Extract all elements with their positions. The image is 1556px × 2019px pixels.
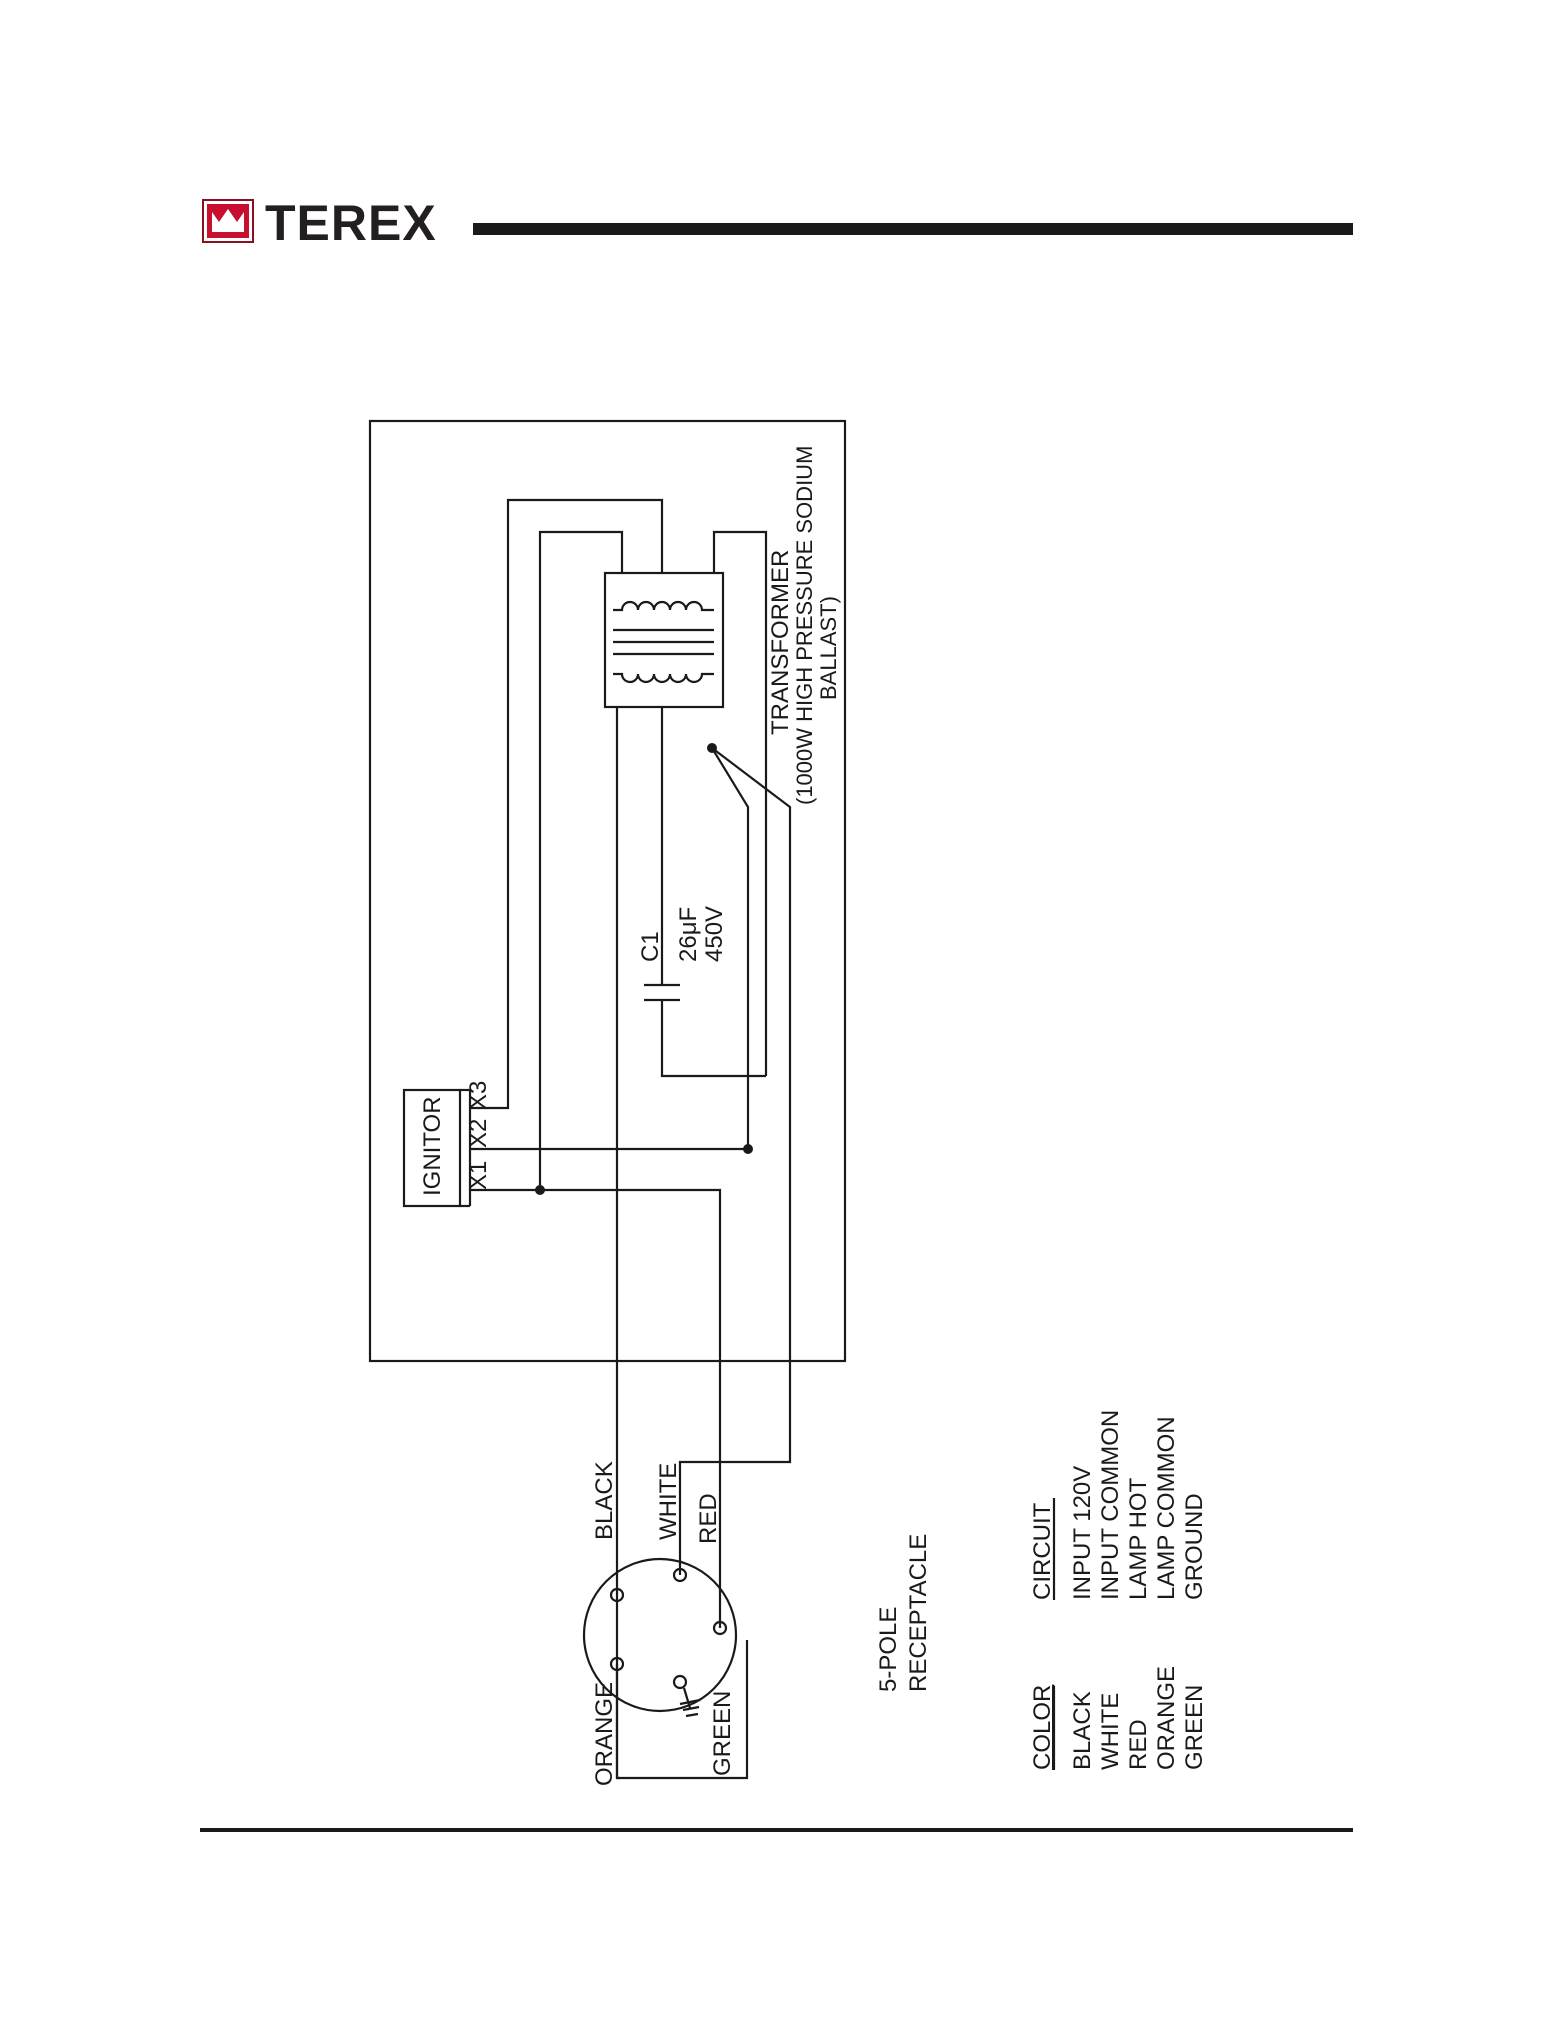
legend-color-white: WHITE: [1097, 1693, 1124, 1770]
pin-label-white: WHITE: [655, 1463, 682, 1540]
pin-green: [674, 1676, 686, 1688]
ignitor-terminal-x2: X2: [465, 1119, 492, 1148]
legend-color-green: GREEN: [1181, 1685, 1208, 1770]
footer-rule: [200, 1828, 1353, 1832]
legend-circuit-ground: GROUND: [1181, 1493, 1208, 1600]
transformer-rating: (1000W HIGH PRESSURE SODIUM: [792, 446, 817, 805]
legend-circuit-lamp-common: LAMP COMMON: [1153, 1416, 1180, 1600]
ignitor: IGNITOR X1 X2 X3: [404, 1081, 492, 1206]
wire-black: [617, 707, 620, 1778]
legend-header-circuit: CIRCUIT: [1029, 1502, 1056, 1600]
transformer-box: [605, 573, 723, 707]
terex-logo: TEREX: [203, 195, 437, 251]
pin-label-black: BLACK: [591, 1461, 618, 1540]
legend: COLOR BLACK WHITE RED ORANGE GREEN CIRCU…: [1029, 1410, 1208, 1770]
wire-x1-to-transformer: [540, 532, 622, 1188]
wires: [470, 500, 790, 1778]
capacitor-name: C1: [637, 931, 664, 962]
legend-circuit-input-120v: INPUT 120V: [1069, 1466, 1096, 1600]
brand-name: TEREX: [265, 195, 437, 251]
wire-white: [680, 748, 790, 1575]
legend-color-black: BLACK: [1069, 1691, 1096, 1770]
transformer-secondary-winding: [613, 674, 714, 682]
ground-icon-bar-3: [686, 1714, 698, 1716]
pin-label-green: GREEN: [709, 1691, 736, 1776]
receptacle-caption-2: RECEPTACLE: [905, 1534, 932, 1692]
wire-x2: [470, 1076, 748, 1149]
legend-color-orange: ORANGE: [1153, 1666, 1180, 1770]
junction-dot-transformer: [707, 743, 717, 753]
capacitor-value: 26μF: [675, 907, 702, 962]
transformer-ballast: BALLAST): [816, 596, 841, 700]
wire-capacitor-return: [662, 1000, 766, 1076]
legend-header-color: COLOR: [1029, 1685, 1056, 1770]
legend-circuit-lamp-hot: LAMP HOT: [1125, 1477, 1152, 1600]
transformer-title: TRANSFORMER: [767, 550, 794, 735]
ignitor-label: IGNITOR: [419, 1096, 446, 1196]
legend-circuit-input-common: INPUT COMMON: [1097, 1410, 1124, 1600]
capacitor-voltage: 450V: [701, 906, 728, 962]
junction-dot-x1: [535, 1185, 545, 1195]
receptacle: BLACK WHITE RED ORANGE GREEN 5-POLE RECE…: [584, 1461, 932, 1786]
ignitor-terminal-x1: X1: [465, 1161, 492, 1190]
pin-label-red: RED: [695, 1493, 722, 1544]
capacitor-c1: C1 26μF 450V: [637, 906, 728, 1000]
legend-color-red: RED: [1125, 1719, 1152, 1770]
receptacle-caption-1: 5-POLE: [875, 1607, 902, 1692]
header-rule: [473, 223, 1353, 235]
pin-label-orange: ORANGE: [591, 1682, 618, 1786]
transformer-primary-winding: [613, 602, 714, 610]
ignitor-terminal-x3: X3: [465, 1081, 492, 1110]
wire-transformer-tap: [714, 532, 766, 1076]
wire-x3-to-transformer: [470, 500, 662, 1108]
junction-dot-x2: [743, 1144, 753, 1154]
